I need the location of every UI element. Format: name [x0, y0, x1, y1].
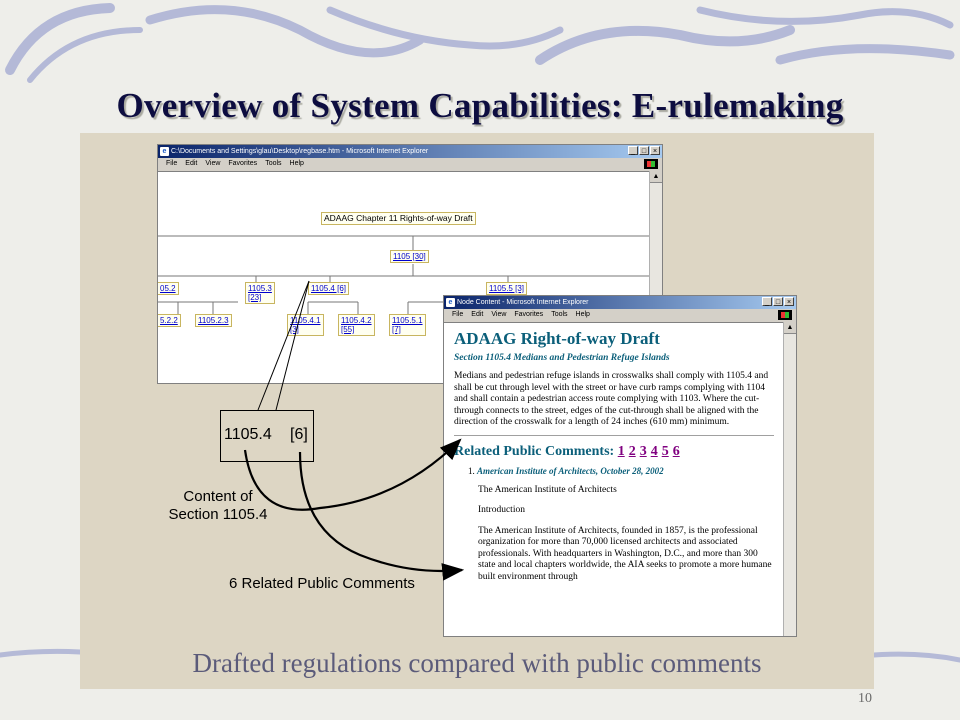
comment-link-6[interactable]: 6: [672, 443, 680, 459]
tree-node-1105-2-3[interactable]: 1105.2.3: [195, 314, 232, 327]
comments-heading-label: Related Public Comments:: [454, 443, 615, 459]
close-button[interactable]: ×: [650, 146, 660, 155]
vertical-scrollbar[interactable]: ▲: [783, 322, 796, 636]
callout-node-id: 1105.4: [224, 426, 272, 443]
divider: [454, 434, 774, 436]
windows-flag-icon: [644, 159, 658, 169]
ie-icon: e: [160, 147, 169, 156]
scroll-up-arrow-icon[interactable]: ▲: [784, 322, 796, 334]
comment-link-5[interactable]: 5: [661, 443, 669, 459]
menu-file[interactable]: File: [166, 160, 178, 167]
menubar: File Edit View Favorites Tools Help: [444, 309, 796, 321]
node-label: 1105.3: [248, 284, 272, 293]
minimize-button[interactable]: _: [762, 297, 772, 306]
menu-help[interactable]: Help: [575, 311, 590, 318]
comment-link-2[interactable]: 2: [628, 443, 636, 459]
comment-link-3[interactable]: 3: [639, 443, 647, 459]
menu-edit[interactable]: Edit: [471, 311, 484, 318]
tree-node-1105-4-2[interactable]: 1105.4.2 [55]: [338, 314, 375, 336]
comment-from: The American Institute of Architects: [478, 484, 617, 495]
window-title: Node Content - Microsoft Internet Explor…: [457, 299, 589, 306]
menu-view[interactable]: View: [491, 311, 507, 318]
tree-node-1105-3[interactable]: 1105.3 [23]: [245, 282, 275, 304]
tree-node-1105-2[interactable]: 05.2: [158, 282, 179, 295]
comment-link-1[interactable]: 1: [617, 443, 625, 459]
content-note-line2: Section 1105.4: [168, 506, 268, 523]
tree-node-1105-4[interactable]: 1105.4 [6]: [308, 282, 349, 295]
menu-favorites[interactable]: Favorites: [514, 311, 544, 318]
content-note-line1: Content of: [183, 488, 253, 505]
node-count: [55]: [341, 325, 355, 334]
titlebar[interactable]: e C:\Documents and Settings\glau\Desktop…: [158, 145, 662, 158]
close-button[interactable]: ×: [784, 297, 794, 306]
doc-title: ADAAG Right-of-way Draft: [454, 329, 660, 348]
comments-note: 6 Related Public Comments: [229, 575, 415, 592]
node-label: 1105.5.1: [392, 316, 423, 325]
tree-node-1105-4-1[interactable]: 1105.4.1 [3]: [287, 314, 324, 336]
maximize-button[interactable]: □: [773, 297, 783, 306]
menu-tools[interactable]: Tools: [551, 311, 568, 318]
node-label: 1105.4.1: [290, 316, 321, 325]
page-number: 10: [858, 691, 872, 706]
node-count: [23]: [248, 293, 262, 302]
windows-flag-icon: [778, 310, 792, 320]
titlebar[interactable]: e Node Content - Microsoft Internet Expl…: [444, 296, 796, 309]
callout-node-count: [6]: [290, 426, 308, 443]
tree-node-root[interactable]: ADAAG Chapter 11 Rights-of-way Draft: [321, 212, 476, 225]
tree-node-1105-5[interactable]: 1105.5 [3]: [486, 282, 527, 295]
minimize-button[interactable]: _: [628, 146, 638, 155]
ie-window-node-content[interactable]: e Node Content - Microsoft Internet Expl…: [443, 295, 797, 637]
ie-icon: e: [446, 298, 455, 307]
menu-help[interactable]: Help: [289, 160, 304, 167]
node-content-body: ADAAG Right-of-way Draft Section 1105.4 …: [444, 322, 784, 636]
node-label: 1105.4.2: [341, 316, 372, 325]
node-count: [7]: [392, 325, 401, 334]
menu-view[interactable]: View: [205, 160, 221, 167]
section-body: Medians and pedestrian refuge islands in…: [454, 371, 769, 427]
slide-caption: Drafted regulations compared with public…: [192, 648, 762, 678]
slide-title: Overview of System Capabilities: E-rulem…: [116, 86, 844, 125]
comment-item: 1. American Institute of Architects, Oct…: [468, 466, 774, 476]
tree-node-1105-2-2[interactable]: 5.2.2: [158, 314, 181, 327]
node-count: [3]: [290, 325, 299, 334]
comment-org: American Institute of Architects, Octobe…: [477, 465, 664, 476]
tree-node-1105-5-1[interactable]: 1105.5.1 [7]: [389, 314, 426, 336]
content-note: Content of Section 1105.4: [158, 488, 278, 524]
maximize-button[interactable]: □: [639, 146, 649, 155]
tree-node-1105[interactable]: 1105 [30]: [390, 250, 429, 263]
menu-file[interactable]: File: [452, 311, 464, 318]
window-title: C:\Documents and Settings\glau\Desktop\r…: [171, 148, 429, 155]
menu-edit[interactable]: Edit: [185, 160, 198, 167]
menu-tools[interactable]: Tools: [265, 160, 282, 167]
scroll-up-arrow-icon[interactable]: ▲: [650, 171, 662, 183]
section-heading: Section 1105.4 Medians and Pedestrian Re…: [454, 353, 670, 363]
menu-favorites[interactable]: Favorites: [228, 160, 258, 167]
comment-number: 1.: [468, 465, 475, 476]
comment-text: The American Institute of Architects, fo…: [478, 525, 772, 582]
menubar: File Edit View Favorites Tools Help: [158, 158, 662, 170]
comment-intro: Introduction: [478, 505, 525, 515]
comment-link-4[interactable]: 4: [650, 443, 658, 459]
